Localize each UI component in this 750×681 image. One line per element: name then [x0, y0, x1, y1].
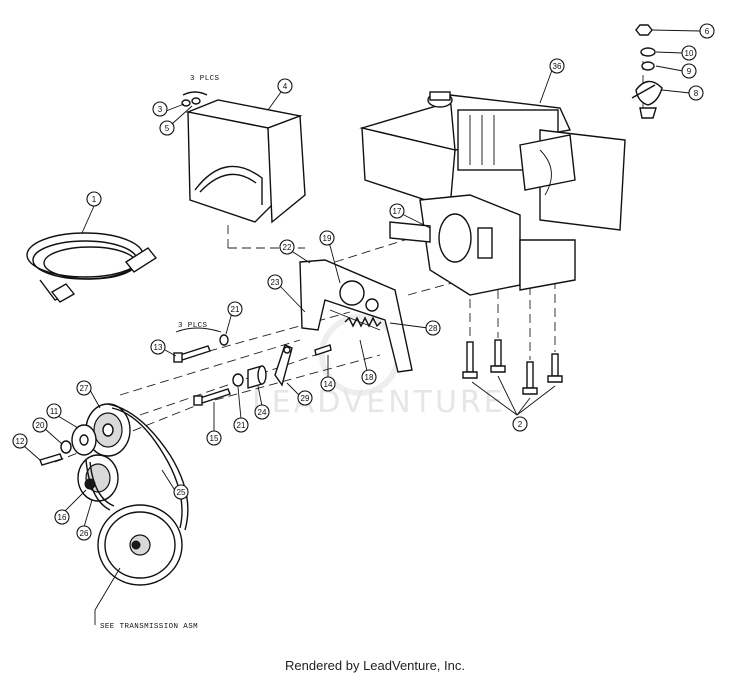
svg-text:14: 14 — [324, 380, 333, 389]
callout-26: 26 — [76, 525, 92, 541]
svg-text:21: 21 — [237, 421, 246, 430]
callout-21-upper: 21 — [227, 301, 243, 317]
svg-text:LEADVENTURE: LEADVENTURE — [252, 385, 506, 420]
callout-18: 18 — [361, 369, 377, 385]
callout-8: 8 — [688, 85, 704, 101]
note-3-plcs-top: 3 PLCS — [190, 75, 220, 83]
svg-text:18: 18 — [365, 373, 374, 382]
svg-text:36: 36 — [553, 62, 562, 71]
fuel-cap-stack — [631, 24, 663, 119]
bolts — [39, 345, 231, 466]
spacers-washers — [219, 334, 332, 389]
svg-text:16: 16 — [58, 513, 67, 522]
engine — [359, 91, 626, 296]
svg-text:10: 10 — [685, 49, 694, 58]
callout-11: 11 — [46, 403, 62, 419]
svg-text:21: 21 — [231, 305, 240, 314]
svg-text:3: 3 — [158, 105, 163, 114]
callout-36: 36 — [549, 58, 565, 74]
svg-text:28: 28 — [429, 324, 438, 333]
svg-text:4: 4 — [283, 82, 288, 91]
svg-text:24: 24 — [258, 408, 267, 417]
callout-10: 10 — [681, 45, 697, 61]
svg-text:6: 6 — [705, 27, 710, 36]
callout-15: 15 — [206, 430, 222, 446]
callout-6: 6 — [699, 23, 715, 39]
belt-and-driven-pulley — [85, 403, 189, 586]
svg-text:2: 2 — [518, 420, 523, 429]
callout-16: 16 — [54, 509, 70, 525]
svg-text:5: 5 — [165, 124, 170, 133]
callout-14: 14 — [320, 376, 336, 392]
svg-text:11: 11 — [50, 407, 59, 416]
callout-25: 25 — [173, 484, 189, 500]
svg-text:13: 13 — [154, 343, 163, 352]
svg-text:22: 22 — [283, 243, 292, 252]
callout-1: 1 — [86, 191, 102, 207]
note-see-transmission: SEE TRANSMISSION ASM — [100, 623, 198, 631]
cover-screws — [181, 91, 208, 107]
notes: 3 PLCS 3 PLCS SEE TRANSMISSION ASM — [100, 75, 222, 631]
leader-lines — [23, 29, 701, 625]
engine-mount-bolts — [462, 339, 563, 416]
callout-28: 28 — [425, 320, 441, 336]
callouts: 1 2 3 4 5 6 8 9 10 11 12 13 14 15 16 17 … — [12, 23, 715, 541]
svg-text:23: 23 — [271, 278, 280, 287]
belt-cover — [185, 99, 306, 224]
note-3-plcs-left: 3 PLCS — [178, 322, 208, 330]
callout-12: 12 — [12, 433, 28, 449]
svg-text:17: 17 — [393, 207, 402, 216]
callout-21-lower: 21 — [233, 417, 249, 433]
callout-29: 29 — [297, 390, 313, 406]
callout-17: 17 — [389, 203, 405, 219]
callout-13: 13 — [150, 339, 166, 355]
spring — [344, 316, 382, 328]
svg-text:20: 20 — [36, 421, 45, 430]
callout-3: 3 — [152, 101, 168, 117]
callout-9: 9 — [681, 63, 697, 79]
callout-24: 24 — [254, 404, 270, 420]
svg-text:9: 9 — [687, 67, 692, 76]
svg-text:29: 29 — [301, 394, 310, 403]
callout-23: 23 — [267, 274, 283, 290]
watermark: LEADVENTURE — [252, 314, 506, 420]
svg-text:1: 1 — [92, 195, 97, 204]
svg-text:8: 8 — [694, 89, 699, 98]
svg-text:25: 25 — [177, 488, 186, 497]
callout-27: 27 — [76, 380, 92, 396]
callout-4: 4 — [277, 78, 293, 94]
svg-text:27: 27 — [80, 384, 89, 393]
svg-text:12: 12 — [16, 437, 25, 446]
callout-19: 19 — [319, 230, 335, 246]
callout-20: 20 — [32, 417, 48, 433]
callout-22: 22 — [279, 239, 295, 255]
svg-text:15: 15 — [210, 434, 219, 443]
extension-cord — [26, 232, 158, 303]
mounting-bracket — [299, 259, 413, 373]
footer-credit: Rendered by LeadVenture, Inc. — [285, 658, 465, 673]
callout-5: 5 — [159, 120, 175, 136]
svg-text:26: 26 — [80, 529, 89, 538]
svg-text:19: 19 — [323, 234, 332, 243]
callout-2: 2 — [512, 416, 528, 432]
